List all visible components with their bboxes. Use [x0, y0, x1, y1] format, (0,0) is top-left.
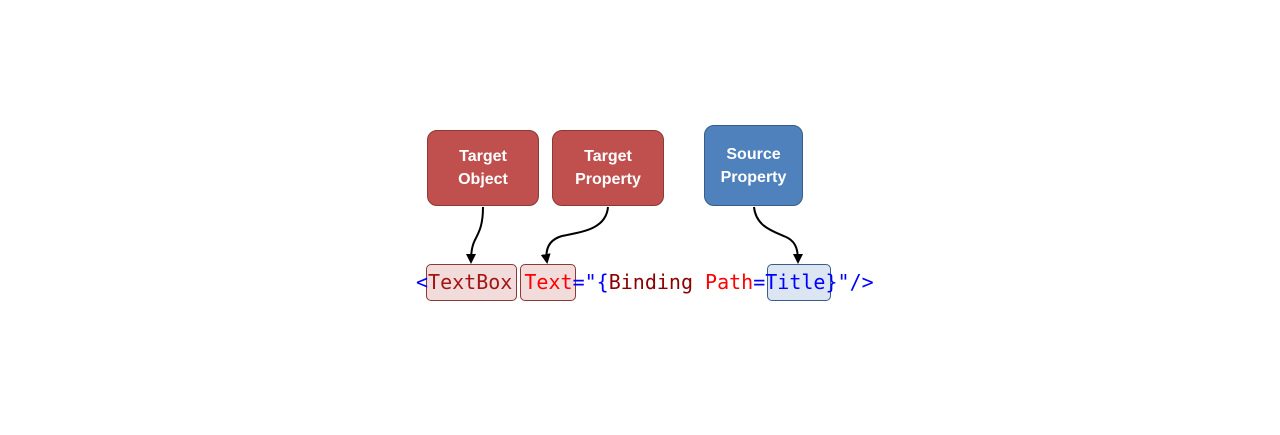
code-quote-open: " [584, 270, 597, 294]
code-equals: = [572, 270, 585, 294]
textbox-highlight [426, 264, 517, 301]
code-quote-close: " [837, 270, 850, 294]
text-attribute-highlight [520, 264, 576, 301]
code-brace-open: { [596, 270, 609, 294]
xaml-code-line: <TextBox Text="{Binding Path=Title}"/> [416, 269, 874, 296]
code-attribute-name: Text [524, 270, 573, 294]
arrow-target-object-to-textbox [466, 206, 484, 264]
arrow-source-property-to-title [753, 206, 803, 264]
arrow-target-property-to-text [540, 206, 609, 264]
target-property-label-line1: Target [584, 148, 632, 165]
code-brace-close: } [825, 270, 838, 294]
target-object-label-line1: Target [459, 148, 507, 165]
target-object-label-line2: Object [458, 171, 508, 188]
code-markup-extension: Binding [608, 270, 693, 294]
code-path-value: Title [765, 270, 826, 294]
source-property-box: Source Property [704, 125, 803, 206]
source-property-label-line2: Property [720, 168, 787, 186]
code-path-equals: = [753, 270, 766, 294]
title-path-highlight [767, 264, 831, 301]
target-property-box: Target Property [552, 130, 664, 206]
code-element-name: TextBox [428, 270, 513, 294]
target-property-label-line2: Property [575, 171, 641, 188]
source-property-label-line1: Source [726, 145, 781, 163]
code-path-key: Path [705, 270, 754, 294]
code-self-close: /> [849, 270, 874, 294]
target-object-box: Target Object [427, 130, 539, 206]
code-open-bracket: < [416, 270, 429, 294]
